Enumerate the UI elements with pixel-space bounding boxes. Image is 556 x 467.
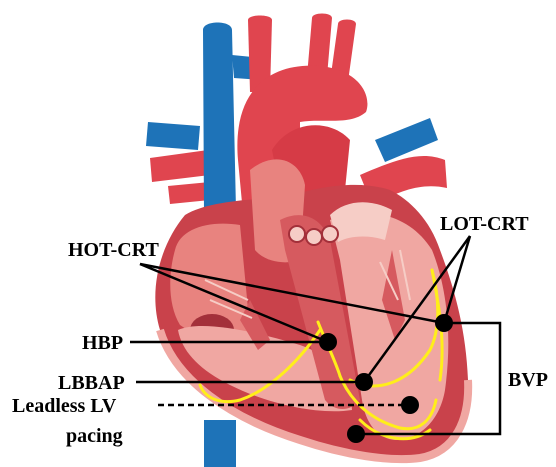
pulmonary-vein-upper — [375, 118, 438, 162]
heart-body — [155, 159, 468, 459]
pulmonary-vein-left — [146, 122, 200, 150]
mitral-valve — [330, 202, 392, 242]
bvp-rv-dot — [347, 425, 365, 443]
bvp-label: BVP — [508, 369, 548, 391]
lbbap-label: LBBAP — [58, 372, 125, 394]
hbp-dot — [319, 333, 337, 351]
leadless-lv-dot — [401, 396, 419, 414]
superior-vena-cava — [203, 23, 236, 215]
lbbap-dot — [355, 373, 373, 391]
lot-crt-label: LOT-CRT — [440, 213, 529, 235]
inferior-vena-cava — [204, 420, 236, 467]
leadless-pacing-label: pacing — [66, 425, 123, 447]
hbp-label: HBP — [82, 332, 123, 354]
hot-crt-label: HOT-CRT — [68, 239, 159, 261]
pulmonary-vein-left-lower — [168, 182, 210, 204]
pulmonary-artery-left — [150, 150, 210, 182]
leadless-lv-label: Leadless LV — [12, 395, 117, 417]
aortic-valve — [289, 226, 338, 245]
lot-crt-dot — [435, 314, 453, 332]
